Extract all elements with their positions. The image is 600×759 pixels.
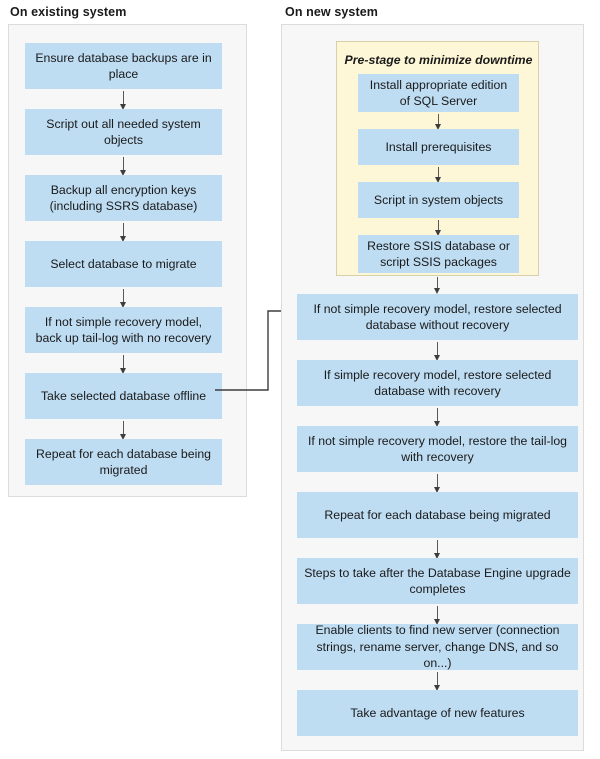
arrow-down-icon [119,289,128,308]
node-restore-without-recovery[interactable]: If not simple recovery model, restore se… [297,294,578,340]
node-backup-tail-log[interactable]: If not simple recovery model, back up ta… [25,307,222,353]
node-script-in-system-objects[interactable]: Script in system objects [358,182,519,218]
arrow-down-icon [433,474,442,493]
node-restore-ssis-database[interactable]: Restore SSIS database or script SSIS pac… [358,235,519,273]
node-enable-clients[interactable]: Enable clients to find new server (conne… [297,623,578,670]
node-install-prerequisites[interactable]: Install prerequisites [358,129,519,165]
node-select-database[interactable]: Select database to migrate [25,241,222,287]
node-take-advantage-new-features[interactable]: Take advantage of new features [297,690,578,736]
arrow-down-icon [433,277,442,294]
arrow-down-icon [433,342,442,361]
group-prestage: Pre-stage to minimize downtime Install a… [336,41,539,276]
node-script-objects[interactable]: Script out all needed system objects [25,109,222,155]
panel-existing-system: Ensure database backups are in place Scr… [8,24,247,497]
panel-title-existing-system: On existing system [10,5,127,19]
arrow-down-icon [433,672,442,691]
panel-new-system: Pre-stage to minimize downtime Install a… [281,24,584,751]
arrow-down-icon [434,220,443,236]
arrow-down-icon [119,223,128,242]
node-steps-after-upgrade[interactable]: Steps to take after the Database Engine … [297,558,578,604]
arrow-down-icon [119,91,128,110]
arrow-down-icon [434,114,443,130]
arrow-down-icon [119,421,128,440]
node-restore-tail-log[interactable]: If not simple recovery model, restore th… [297,426,578,472]
arrow-down-icon [119,157,128,176]
node-install-edition[interactable]: Install appropriate edition of SQL Serve… [358,74,519,112]
panel-title-new-system: On new system [285,5,378,19]
arrow-down-icon [433,540,442,559]
arrow-down-icon [119,355,128,374]
arrow-down-icon [433,408,442,427]
node-restore-with-recovery[interactable]: If simple recovery model, restore select… [297,360,578,406]
node-ensure-backups[interactable]: Ensure database backups are in place [25,43,222,89]
node-backup-encryption-keys[interactable]: Backup all encryption keys (including SS… [25,175,222,221]
group-prestage-title: Pre-stage to minimize downtime [344,53,533,67]
node-repeat-each-database[interactable]: Repeat for each database being migrated [25,439,222,485]
arrow-down-icon [434,167,443,183]
node-take-database-offline[interactable]: Take selected database offline [25,373,222,419]
node-repeat-each-database-new[interactable]: Repeat for each database being migrated [297,492,578,538]
